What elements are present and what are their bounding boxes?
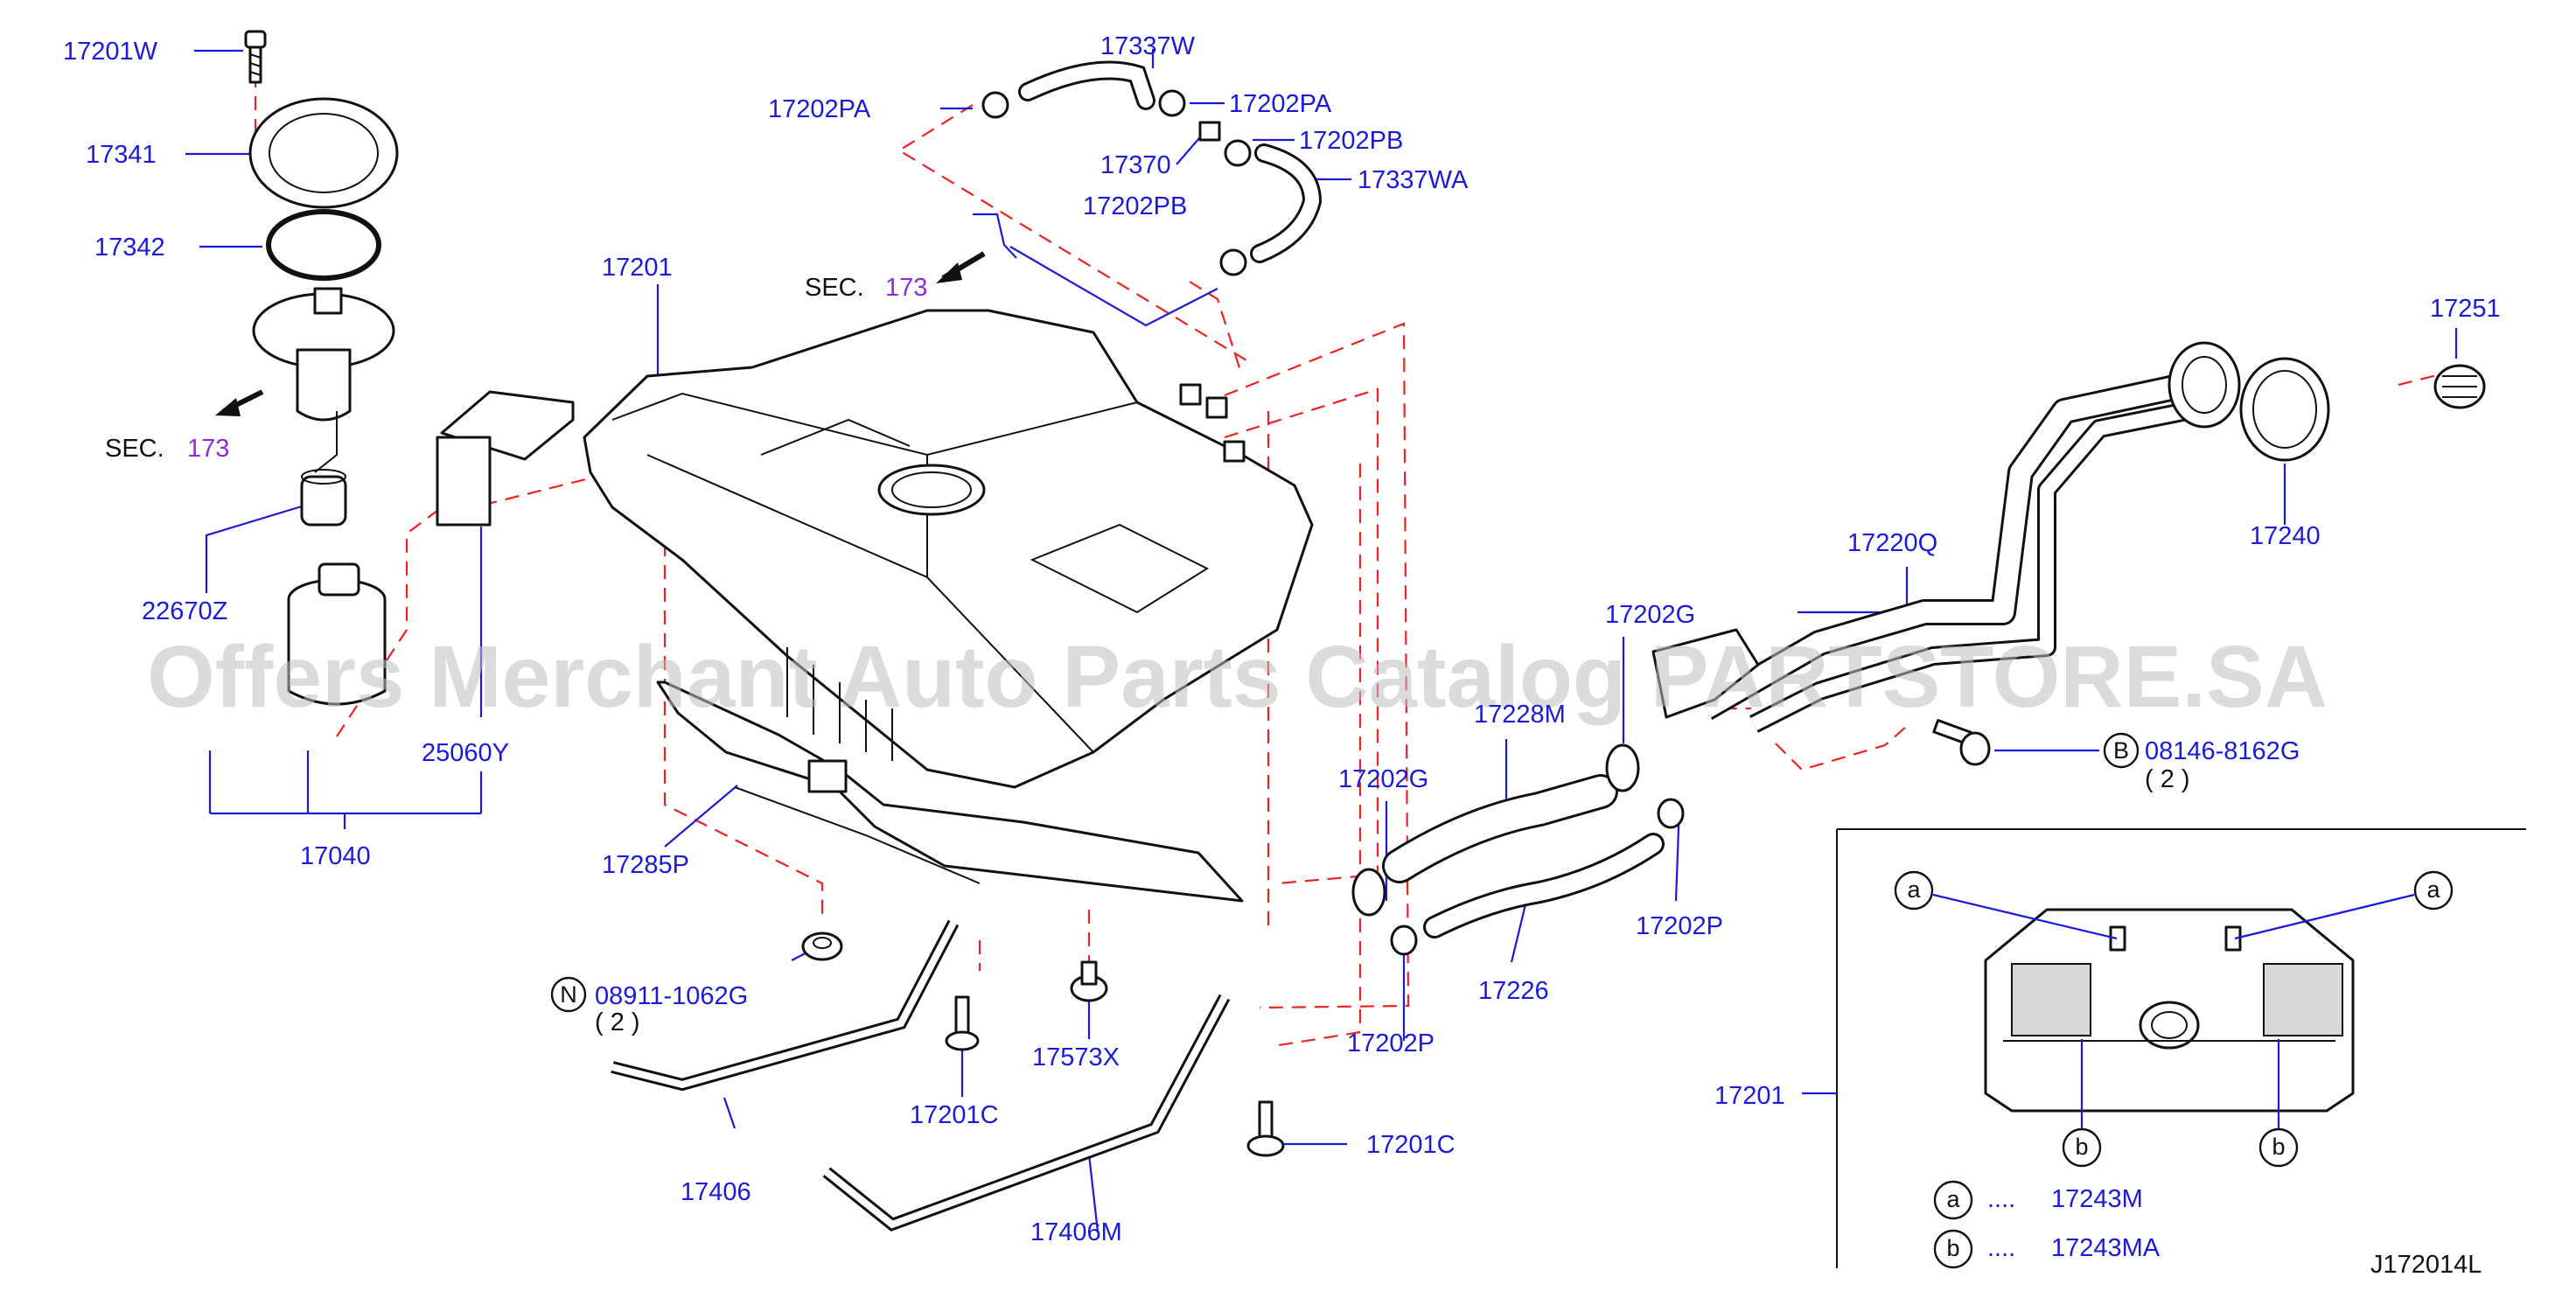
label-17201c-right[interactable]: 17201C <box>1366 1131 1456 1159</box>
callout-markers: N B a a b b a b <box>550 732 2454 1269</box>
label-17406m[interactable]: 17406M <box>1030 1218 1122 1246</box>
callout-b-left: b <box>2075 1134 2088 1160</box>
callout-a-right: a <box>2426 876 2440 903</box>
label-17573x[interactable]: 17573X <box>1032 1043 1120 1071</box>
clamp-icon <box>1158 89 1186 117</box>
callout-b-right: b <box>2272 1134 2285 1160</box>
clamp-icon <box>1351 868 1386 917</box>
heat-shield-icon <box>656 680 1244 903</box>
label-17201-inset[interactable]: 17201 <box>1714 1082 1785 1110</box>
part-labels: 17201W 17341 17342 17337W 17202PA 17202P… <box>63 32 2501 1279</box>
clip-icon <box>1070 960 1108 1002</box>
inset-panel <box>1802 828 2526 1268</box>
legend-17243ma[interactable]: 17243MA <box>2051 1234 2161 1262</box>
section-ref-left: SEC. <box>105 435 164 463</box>
label-17406[interactable]: 17406 <box>681 1178 751 1206</box>
label-17341[interactable]: 17341 <box>86 141 157 169</box>
diagram-code: J172014L <box>2370 1251 2482 1279</box>
clamp-icon <box>1219 248 1247 276</box>
nut-icon <box>801 932 843 961</box>
qty-08146: ( 2 ) <box>2145 765 2190 793</box>
label-17337w[interactable]: 17337W <box>1100 32 1196 60</box>
label-08146-8162g[interactable]: 08146-8162G <box>2145 737 2300 765</box>
bolt-icon <box>945 995 980 1051</box>
legend-callout-a: a <box>1946 1186 1960 1212</box>
label-17240[interactable]: 17240 <box>2250 522 2321 550</box>
parts-art <box>215 30 2486 1232</box>
label-17226[interactable]: 17226 <box>1478 977 1549 1005</box>
label-17285p[interactable]: 17285P <box>602 851 689 879</box>
label-17337wa[interactable]: 17337WA <box>1358 166 1469 194</box>
legend-17243m[interactable]: 17243M <box>2051 1185 2143 1213</box>
label-22670z[interactable]: 22670Z <box>142 597 227 625</box>
qty-08911: ( 2 ) <box>595 1008 640 1036</box>
inset-fuel-tank-icon <box>1984 908 2355 1113</box>
label-17201-main[interactable]: 17201 <box>602 254 673 282</box>
legend-dots-a: .... <box>1987 1185 2015 1213</box>
label-17202pa-right[interactable]: 17202PA <box>1229 90 1332 118</box>
filler-neck-ring-icon <box>2239 357 2330 462</box>
fuel-level-sensor-icon <box>436 390 575 527</box>
label-17228m[interactable]: 17228M <box>1474 701 1566 729</box>
bolt-icon <box>1932 719 1991 766</box>
label-17202g-right[interactable]: 17202G <box>1605 601 1695 629</box>
fuel-pump-icon <box>287 562 387 706</box>
label-17342[interactable]: 17342 <box>94 234 165 262</box>
valve-icon <box>1198 121 1221 142</box>
fuel-pump-module-icon <box>252 287 395 473</box>
callout-n: N <box>560 981 577 1008</box>
clamp-icon <box>1224 139 1252 167</box>
label-17202pa-left[interactable]: 17202PA <box>768 95 871 123</box>
section-ref-top-number[interactable]: 173 <box>885 274 927 302</box>
label-17040[interactable]: 17040 <box>300 842 371 870</box>
retainer-plate-icon <box>248 97 399 209</box>
section-ref-left-number[interactable]: 173 <box>187 435 229 463</box>
legend-callout-b: b <box>1946 1235 1959 1261</box>
label-17202pb-left[interactable]: 17202PB <box>1083 192 1187 220</box>
watermark: Offers Merchant Auto Parts Catalog PARTS… <box>147 628 2328 726</box>
bolt-icon <box>244 30 267 84</box>
label-17220q[interactable]: 17220Q <box>1847 529 1937 557</box>
label-17202p-right[interactable]: 17202P <box>1636 912 1723 940</box>
label-17201c-left[interactable]: 17201C <box>910 1101 999 1129</box>
label-17201w[interactable]: 17201W <box>63 38 158 66</box>
label-17202p-left[interactable]: 17202P <box>1347 1029 1435 1057</box>
pressure-regulator-icon <box>300 469 347 527</box>
label-17370[interactable]: 17370 <box>1100 151 1171 179</box>
fuel-cap-icon <box>2433 364 2486 409</box>
fuel-tank-icon <box>583 309 1314 789</box>
leader-lines <box>185 49 2458 1232</box>
label-17251[interactable]: 17251 <box>2430 295 2501 323</box>
label-17202g-left[interactable]: 17202G <box>1338 765 1428 793</box>
o-ring-icon <box>266 209 381 281</box>
clamp-icon <box>1605 743 1640 792</box>
label-17202pb-right[interactable]: 17202PB <box>1299 127 1403 155</box>
clamp-icon <box>1657 798 1685 829</box>
clamp-icon <box>1390 925 1418 956</box>
filler-tube-icon <box>1651 341 2241 733</box>
dashed-guides <box>254 51 2441 1047</box>
section-ref-top: SEC. <box>805 274 864 302</box>
label-25060y[interactable]: 25060Y <box>422 739 509 767</box>
callout-b-bolt: B <box>2113 737 2129 764</box>
label-08911-1062g[interactable]: 08911-1062G <box>595 982 748 1010</box>
legend-dots-b: .... <box>1987 1234 2015 1262</box>
callout-a-left: a <box>1907 876 1921 903</box>
bolt-icon <box>1246 1100 1285 1157</box>
clamp-icon <box>981 91 1009 119</box>
